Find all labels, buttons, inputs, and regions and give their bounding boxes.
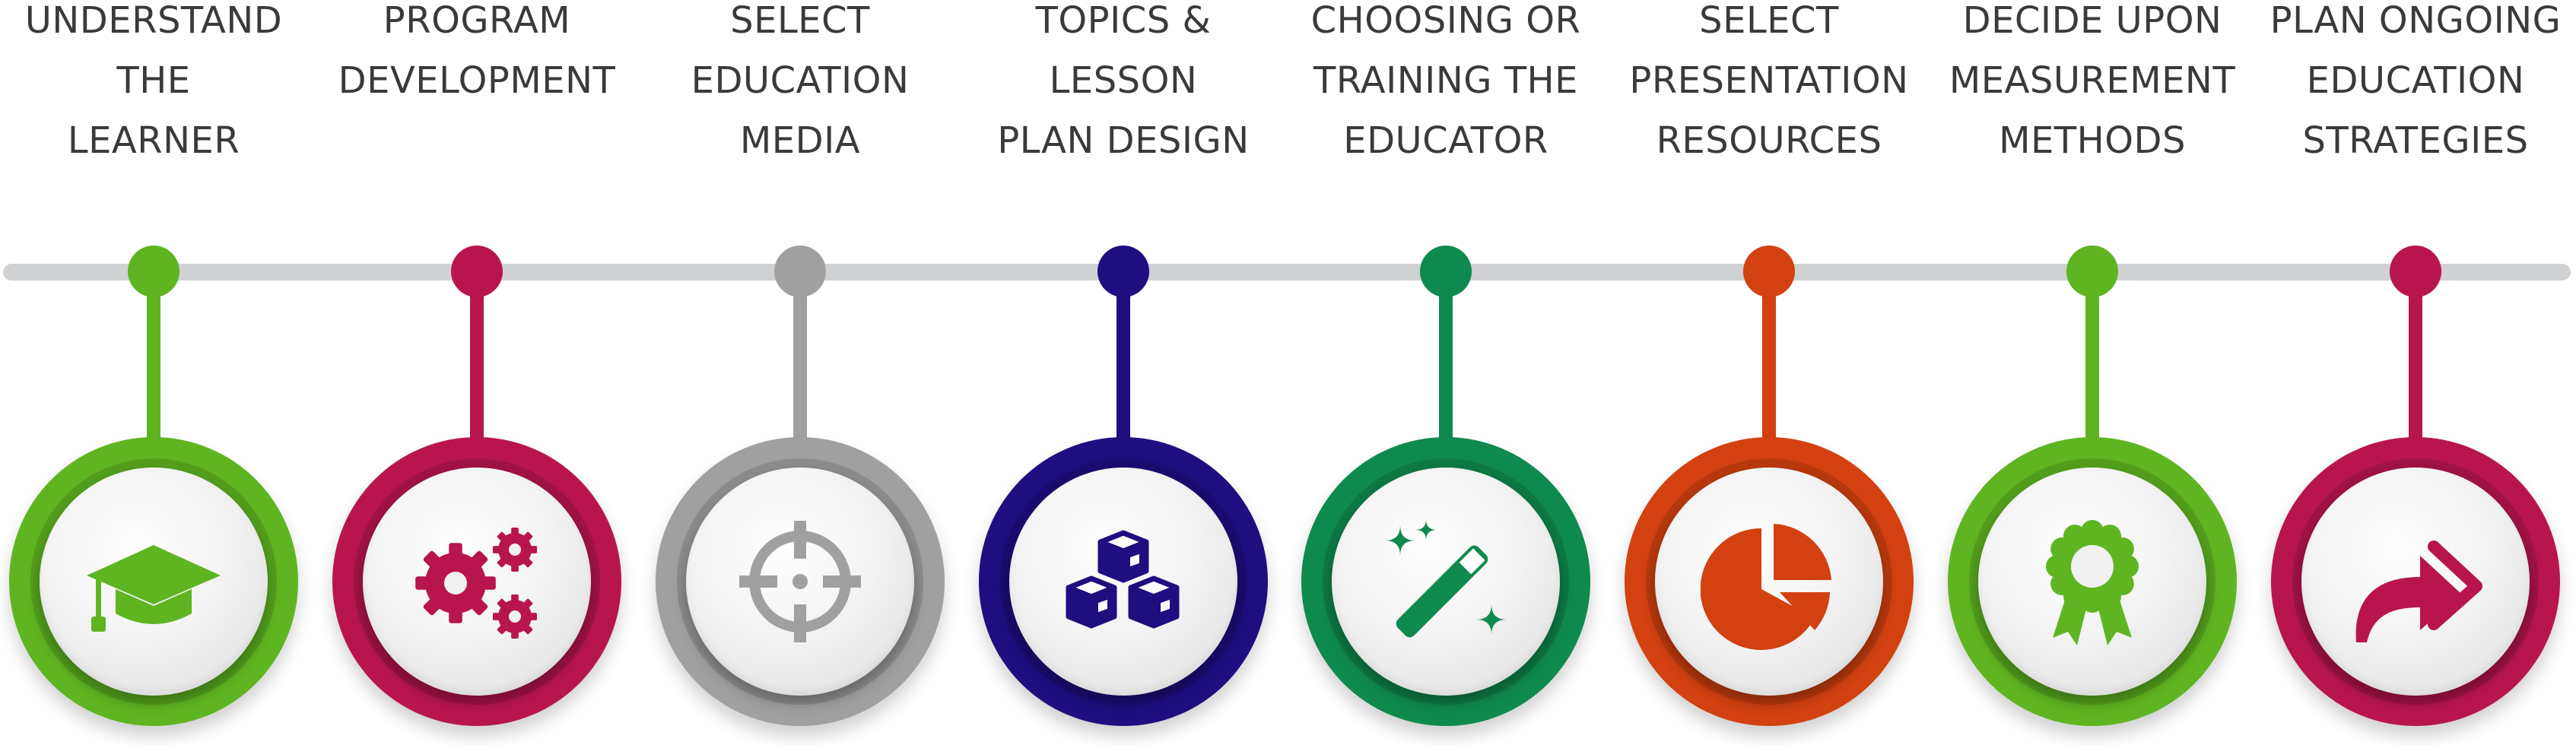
- award-ribbon-icon: [2046, 520, 2139, 645]
- step-5: CHOOSING OR TRAINING THE EDUCATOR: [1286, 0, 1606, 745]
- step-label: TOPICS & LESSON PLAN DESIGN: [964, 0, 1283, 171]
- step-label: CHOOSING OR TRAINING THE EDUCATOR: [1286, 0, 1606, 171]
- graduation-cap-icon: [87, 545, 221, 632]
- timeline-node-dot: [451, 246, 503, 297]
- step-4: TOPICS & LESSON PLAN DESIGN: [964, 0, 1283, 745]
- timeline-node-dot: [2390, 246, 2441, 297]
- step-connector: [147, 281, 160, 449]
- step-8: PLAN ONGOING EDUCATION STRATEGIES: [2256, 0, 2575, 745]
- share-arrow-icon: [2355, 541, 2482, 642]
- timeline-node-dot: [774, 246, 826, 297]
- step-label-line: STRATEGIES: [2302, 119, 2529, 162]
- step-label-line: DEVELOPMENT: [338, 59, 616, 102]
- step-connector: [2409, 281, 2422, 449]
- step-label-line: METHODS: [1999, 119, 2186, 162]
- crosshairs-icon: [739, 521, 861, 642]
- timeline-node-dot: [1097, 246, 1149, 297]
- step-icon-disc: [1978, 468, 2206, 696]
- step-label-line: EDUCATION: [691, 59, 910, 102]
- step-label: PROGRAM DEVELOPMENT: [317, 0, 637, 111]
- step-label-line: MEASUREMENT: [1949, 59, 2236, 102]
- step-icon-disc: [363, 468, 591, 696]
- step-2: PROGRAM DEVELOPMENT: [317, 0, 637, 745]
- step-connector: [1762, 281, 1776, 449]
- step-label-line: DECIDE UPON: [1962, 0, 2222, 42]
- step-icon-disc: [2301, 468, 2530, 696]
- timeline-rail: [3, 264, 2571, 281]
- step-label-line: UNDERSTAND: [24, 0, 283, 42]
- timeline-node-dot: [2066, 246, 2118, 297]
- step-connector: [2085, 281, 2099, 449]
- step-icon-disc: [40, 468, 268, 696]
- step-connector: [470, 281, 484, 449]
- step-label-line: EDUCATOR: [1343, 119, 1548, 162]
- step-label-line: LEARNER: [67, 119, 240, 162]
- timeline-node-dot: [1420, 246, 1472, 297]
- step-3: SELECT EDUCATION MEDIA: [640, 0, 960, 745]
- step-icon-disc: [1655, 468, 1883, 696]
- step-icon-disc: [1009, 468, 1237, 696]
- step-label-line: EDUCATION: [2306, 59, 2525, 102]
- step-label-line: PLAN DESIGN: [997, 119, 1250, 162]
- step-label-line: TOPICS &: [1035, 0, 1212, 42]
- step-label: UNDERSTAND THE LEARNER: [0, 0, 313, 171]
- step-7: DECIDE UPON MEASUREMENT METHODS: [1933, 0, 2252, 745]
- step-label-line: SELECT: [1699, 0, 1839, 42]
- step-label-line: SELECT: [730, 0, 870, 42]
- gears-icon: [415, 527, 538, 639]
- step-label-line: PRESENTATION: [1629, 59, 1909, 102]
- step-label-line: RESOURCES: [1656, 119, 1882, 162]
- step-label-line: PLAN ONGOING: [2269, 0, 2562, 42]
- step-connector: [1116, 281, 1130, 449]
- step-label-line: CHOOSING OR: [1310, 0, 1581, 42]
- step-label-line: PROGRAM: [383, 0, 571, 42]
- step-icon-disc: [1332, 468, 1560, 696]
- timeline-node-dot: [1743, 246, 1795, 297]
- step-6: SELECT PRESENTATION RESOURCES: [1609, 0, 1929, 745]
- step-label-line: TRAINING THE: [1313, 59, 1578, 102]
- step-connector: [1439, 281, 1453, 449]
- step-connector: [793, 281, 807, 449]
- step-label: PLAN ONGOING EDUCATION STRATEGIES: [2256, 0, 2575, 171]
- step-1: UNDERSTAND THE LEARNER: [0, 0, 313, 745]
- step-label-line: MEDIA: [739, 119, 861, 162]
- step-label-line: LESSON: [1049, 59, 1198, 102]
- step-label: SELECT PRESENTATION RESOURCES: [1609, 0, 1929, 171]
- step-label: DECIDE UPON MEASUREMENT METHODS: [1933, 0, 2252, 171]
- step-icon-disc: [686, 468, 914, 696]
- timeline-node-dot: [128, 246, 179, 297]
- step-label-line: THE: [116, 59, 191, 102]
- pie-chart-icon: [1701, 524, 1831, 650]
- cubes-icon: [1066, 530, 1180, 629]
- step-label: SELECT EDUCATION MEDIA: [640, 0, 960, 171]
- magic-wand-icon: [1385, 519, 1507, 638]
